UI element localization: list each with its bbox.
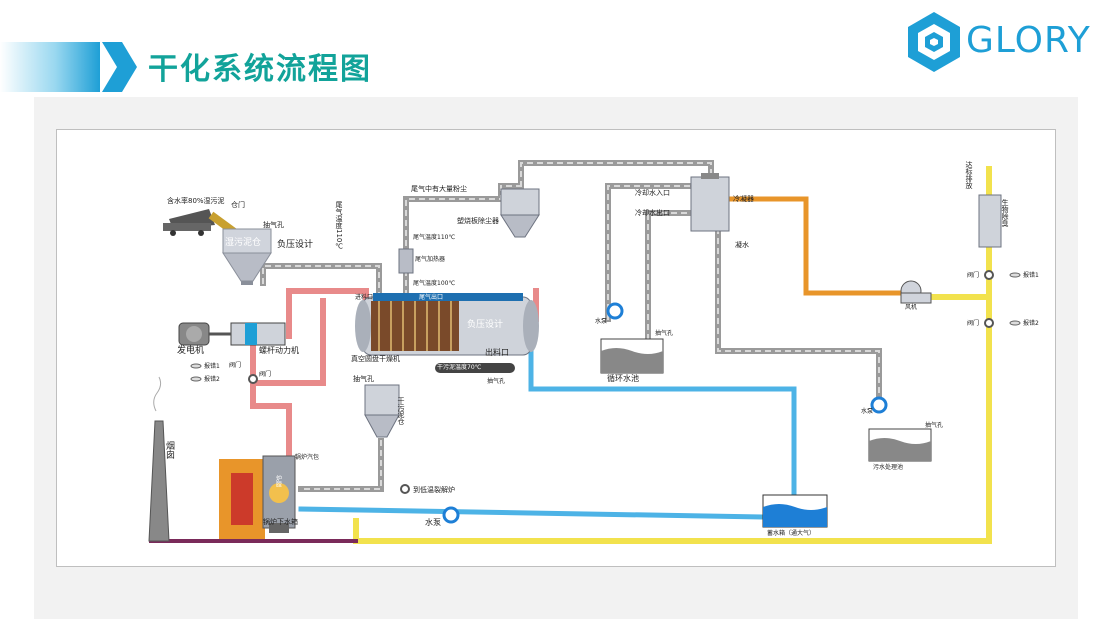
label-low-temp-pyro: 到低温裂解炉 [413, 485, 455, 494]
smoke-icon [153, 376, 162, 412]
circulation-pool [600, 338, 664, 374]
label-circ-pool: 循环水池 [607, 373, 639, 383]
alarm-icon [190, 272, 1021, 382]
boiler [219, 455, 296, 539]
tail-gas-heater [398, 248, 414, 274]
label-dust: 尾气中有大量粉尘 [411, 184, 467, 193]
label-exhaust-dry: 抽气孔 [487, 377, 505, 385]
label-exhaust-bin: 抽气孔 [353, 374, 374, 383]
pipe-condensate [715, 226, 882, 399]
label-boiler-lower: 锅炉下水箱 [263, 517, 298, 526]
label-valve-r1: 阀门 [967, 271, 979, 279]
water-tank [762, 494, 828, 528]
label-valve-r2: 阀门 [967, 319, 979, 327]
pipe-dryer-to-tank [528, 326, 797, 498]
label-tail-110: 尾气温度110℃ [413, 233, 455, 241]
label-water-content: 含水率80%湿污泥 [167, 196, 225, 205]
label-cooling-out: 冷却水出口 [635, 208, 670, 217]
generator-icon [178, 322, 210, 346]
pump-icon [248, 270, 994, 524]
pipe-return [254, 298, 326, 386]
label-condenser: 冷凝器 [733, 194, 754, 203]
label-wet-bin: 湿污泥仓 [225, 236, 261, 248]
label-tail-100: 尾气温度100℃ [413, 279, 455, 287]
label-discharge: 出料口 [485, 347, 509, 357]
label-exhaust-pool: 抽气孔 [655, 329, 673, 337]
pipe-yellow-loop [353, 166, 992, 544]
label-furnace: 炉膛 [275, 474, 282, 488]
sewage-pool [868, 428, 932, 462]
pipe-drybin-to-boiler [298, 438, 384, 492]
label-condensate: 凝水 [735, 240, 749, 249]
label-boiler-drum: 锅炉汽包 [295, 453, 319, 461]
label-tail-outlet: 尾气出口 [419, 293, 443, 301]
label-water-tank: 蓄水箱（通大气） [767, 529, 815, 537]
logo-text: GLORY [966, 20, 1091, 61]
label-alarm1-a: 报错1 [204, 362, 220, 370]
label-dryer: 真空圆盘干燥机 [351, 354, 400, 363]
condenser [690, 173, 730, 232]
conveyor [435, 363, 515, 373]
pipe-cooling-out [645, 210, 694, 342]
flow-diagram: 含水率80%湿污泥 仓门 抽气孔 湿污泥仓 负压设计 尾气温度110℃ 尾气中有… [148, 160, 1039, 544]
label-sewage-pool: 污水处理池 [873, 463, 903, 471]
label-fan: 风机 [905, 303, 917, 311]
label-pump-bottom: 水泵 [425, 517, 441, 527]
pipe-condenser-to-fan [728, 196, 902, 296]
chimney-icon [148, 420, 170, 542]
bio-deodorizer [978, 194, 1002, 248]
label-screw-power: 螺杆动力机 [259, 345, 299, 355]
label-pump-left: 水泵 [595, 317, 607, 325]
label-alarm-r2: 报错2 [1023, 319, 1039, 327]
diagram-frame: 含水率80%湿污泥 仓门 抽气孔 湿污泥仓 负压设计 尾气温度110℃ 尾气中有… [56, 129, 1056, 567]
bag-filter [500, 188, 540, 238]
label-cooling-in: 冷却水入口 [635, 188, 670, 197]
header-accent-band [0, 42, 137, 92]
pipe-steam-to-screw [250, 333, 292, 459]
page-title: 干化系统流程图 [148, 52, 372, 87]
label-valve-a: 阀门 [229, 361, 241, 369]
label-emission: 达标排放 [965, 160, 973, 190]
wet-sludge-bin [222, 228, 272, 285]
screw-power-unit [209, 322, 286, 346]
label-generator: 发电机 [177, 344, 204, 356]
label-dry-bin: 干污泥仓 [397, 397, 405, 425]
label-chimney: 烟囱 [164, 440, 175, 460]
label-negative-pressure-1: 负压设计 [277, 238, 313, 250]
glory-logo-icon [904, 10, 964, 78]
fan-icon [900, 280, 932, 304]
label-tail-heater: 尾气加热器 [415, 255, 445, 263]
label-hopper-gate: 仓门 [231, 200, 245, 209]
label-pump-right: 水泵 [861, 407, 873, 415]
label-valve-b: 阀门 [259, 370, 271, 378]
label-tail-gas-vertical: 尾气温度110℃ [335, 201, 343, 250]
label-exhaust-top: 抽气孔 [263, 220, 284, 229]
label-bio-deodor: 生物除臭 [1001, 198, 1009, 228]
label-negative-pressure-2: 负压设计 [467, 318, 503, 330]
label-dry-temp: 干污泥温度70℃ [437, 363, 482, 371]
label-exhaust-sewage: 抽气孔 [925, 421, 943, 429]
dry-sludge-bin [364, 384, 400, 438]
pipe-tank-to-boiler [298, 506, 764, 520]
label-feed-inlet: 进料口 [355, 293, 373, 301]
vacuum-disc-dryer [355, 293, 539, 356]
label-alarm2-a: 报错2 [204, 375, 220, 383]
label-bag-filter: 塑烧板除尘器 [457, 216, 499, 225]
pipe-filter-to-condenser [518, 160, 714, 189]
label-alarm-r1: 报错1 [1023, 271, 1039, 279]
